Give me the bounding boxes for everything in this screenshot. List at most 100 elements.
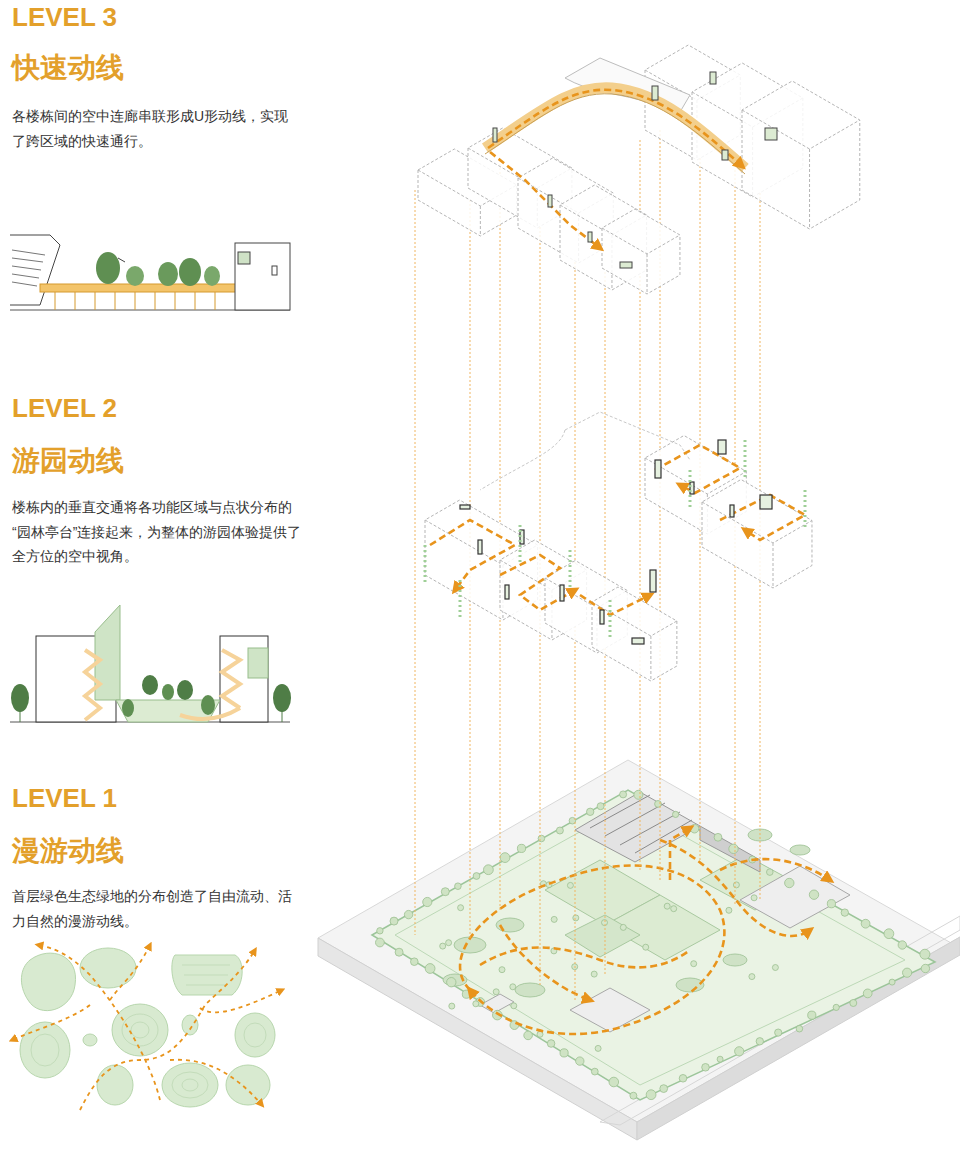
tree: [827, 900, 835, 908]
vertical-green: [804, 490, 807, 530]
tree: [376, 938, 385, 947]
pavilion: [718, 440, 726, 454]
tree: [772, 965, 778, 971]
level2-route: [430, 445, 805, 615]
pavilion: [690, 482, 694, 494]
tree: [756, 1038, 763, 1045]
tree: [620, 924, 626, 930]
tree: [377, 928, 383, 934]
ground-slab: [318, 760, 960, 1140]
tree: [664, 903, 670, 909]
tree: [751, 895, 757, 901]
pavilion: [505, 585, 509, 599]
level2-wireframe: [425, 436, 812, 682]
tree: [920, 949, 930, 959]
tree: [717, 1056, 723, 1062]
tree: [660, 1085, 668, 1093]
section-level2: [10, 605, 291, 722]
tree: [733, 882, 739, 888]
tree: [841, 909, 848, 916]
route-title: 游园动线: [12, 443, 272, 479]
tree: [921, 964, 929, 972]
description: 首层绿色生态绿地的分布创造了自由流动、活力自然的漫游动线。: [12, 884, 302, 933]
pavilion: [655, 460, 661, 478]
pavilion: [760, 495, 772, 509]
tree: [511, 1003, 517, 1009]
tree: [729, 844, 738, 853]
tree-dots: [376, 790, 930, 1099]
tree: [500, 853, 510, 863]
tree: [455, 883, 462, 890]
vertical-green: [689, 470, 692, 510]
tree: [679, 1075, 687, 1083]
tree: [573, 915, 579, 921]
tree: [576, 1057, 584, 1065]
tree: [643, 944, 649, 950]
level-heading: LEVEL 3: [12, 2, 272, 33]
route-title: 漫游动线: [12, 833, 272, 869]
bubble-diagram: [12, 945, 282, 1110]
tree: [691, 961, 697, 967]
tree: [517, 844, 525, 852]
wire-box: [702, 480, 812, 589]
vertical-green: [609, 600, 612, 640]
tree: [850, 1000, 857, 1007]
tree: [560, 1049, 568, 1057]
tree: [785, 878, 794, 887]
tree: [796, 1025, 803, 1032]
tree: [473, 1001, 479, 1007]
description: 楼栋内的垂直交通将各功能区域与点状分布的“园林亭台”连接起来，为整体的游园体验提…: [12, 495, 302, 569]
tree: [587, 808, 594, 815]
wire-box: [592, 587, 677, 681]
projection-lines: [415, 130, 760, 1000]
level2-pavilions: [425, 440, 805, 644]
tree: [411, 958, 419, 966]
level-heading: LEVEL 2: [12, 393, 272, 424]
tree: [861, 919, 870, 928]
tree: [889, 979, 895, 985]
tree: [551, 916, 557, 922]
tree: [449, 1003, 455, 1009]
tree: [671, 906, 677, 912]
tree: [395, 948, 403, 956]
tree: [404, 910, 412, 918]
pavilion: [650, 570, 656, 592]
tree: [473, 873, 480, 880]
tree: [510, 984, 516, 990]
pavilion: [632, 638, 644, 644]
section-level3: [10, 235, 290, 310]
tree: [726, 907, 732, 913]
route-title: 快速动线: [12, 50, 272, 86]
tree: [446, 940, 452, 946]
tree: [863, 989, 872, 998]
tree: [702, 1064, 710, 1072]
tree: [775, 1029, 782, 1036]
tree: [833, 1004, 839, 1010]
tree: [441, 888, 449, 896]
tree: [884, 929, 894, 939]
level3-wireframe: [418, 45, 860, 294]
tree: [903, 968, 912, 977]
tree: [591, 971, 597, 977]
tree: [735, 1047, 744, 1056]
tree: [440, 943, 446, 949]
tree: [447, 978, 456, 987]
vertical-green: [569, 550, 572, 590]
opening: [620, 262, 632, 268]
tree: [425, 964, 435, 974]
opening: [765, 128, 777, 140]
vertical-green: [519, 525, 522, 565]
pavilion: [460, 505, 470, 509]
tree: [595, 1045, 601, 1051]
tree: [690, 824, 699, 833]
pavilion: [560, 585, 564, 601]
tree: [620, 791, 627, 798]
description: 各楼栋间的空中连廊串联形成U形动线，实现了跨区域的快速通行。: [12, 104, 302, 153]
tree: [462, 990, 470, 998]
tree: [524, 1031, 533, 1040]
tree: [749, 974, 755, 980]
tree: [597, 803, 604, 810]
opening: [652, 86, 658, 100]
tree: [630, 1092, 637, 1099]
